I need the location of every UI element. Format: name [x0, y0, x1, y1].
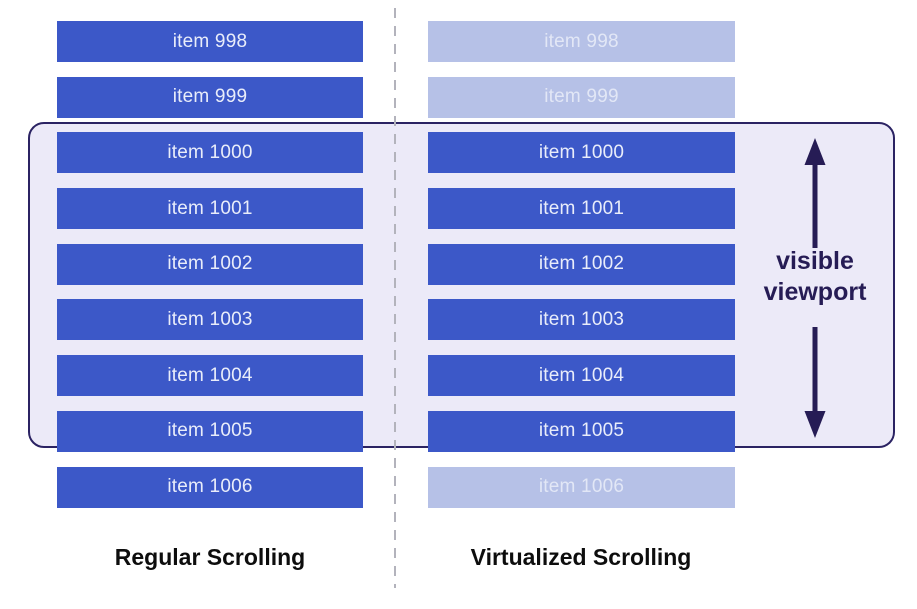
list-item: item 1004 [428, 355, 735, 397]
list-item-virtualized: item 1006 [428, 466, 735, 508]
list-item: item 1005 [428, 410, 735, 452]
regular-scrolling-caption: Regular Scrolling [114, 544, 306, 570]
list-item: item 999 [57, 76, 363, 118]
list-item-virtualized: item 999 [428, 76, 735, 118]
list-item: item 1000 [428, 132, 735, 174]
list-item: item 1005 [57, 410, 363, 452]
list-item: item 1003 [57, 299, 363, 341]
list-item: item 1002 [428, 243, 735, 285]
list-item: item 1001 [57, 188, 363, 230]
list-item: item 1006 [57, 466, 363, 508]
list-item: item 1000 [57, 132, 363, 174]
column-divider-dashed-line [394, 8, 396, 588]
virtualized-scrolling-caption: Virtualized Scrolling [470, 544, 692, 570]
viewport-extent-arrow-icon [804, 138, 826, 438]
list-item: item 1002 [57, 243, 363, 285]
visible-viewport-label: visible viewport [763, 247, 867, 306]
list-item: item 998 [57, 21, 363, 62]
list-item: item 1003 [428, 299, 735, 341]
list-item: item 1004 [57, 355, 363, 397]
virtualized-scrolling-column: item 998 item 999 item 1000 item 1001 it… [428, 21, 735, 508]
regular-scrolling-column: item 998 item 999 item 1000 item 1001 it… [57, 21, 363, 508]
list-item-virtualized: item 998 [428, 21, 735, 62]
list-item: item 1001 [428, 188, 735, 230]
